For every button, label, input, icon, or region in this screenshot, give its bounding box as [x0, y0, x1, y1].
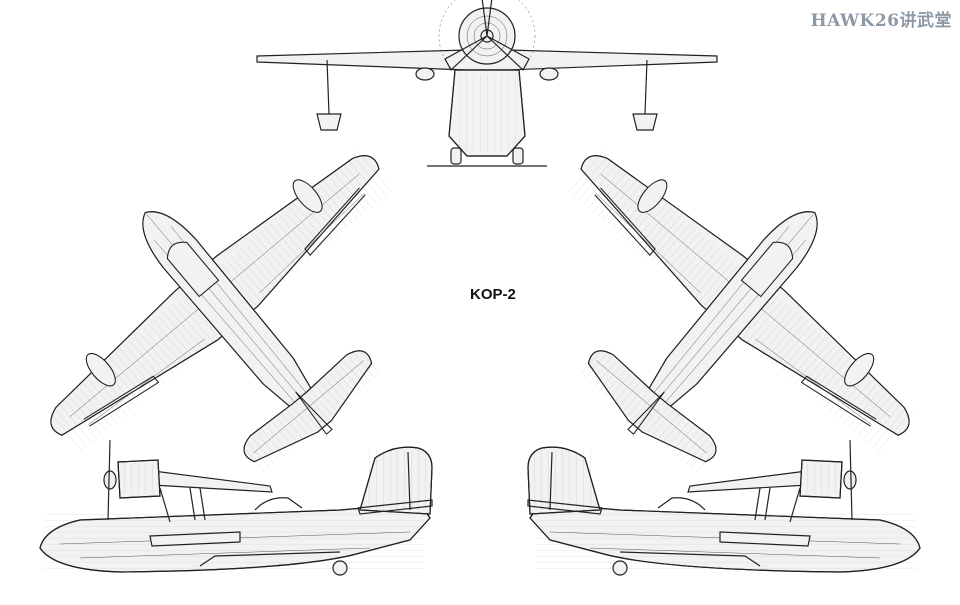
aircraft-designation: KOP-2: [470, 286, 516, 303]
side-view-left: [39, 439, 433, 576]
side-view-right: [527, 439, 921, 576]
front-view: [256, 0, 718, 167]
watermark-logo: HAWK26讲武堂: [810, 11, 952, 31]
